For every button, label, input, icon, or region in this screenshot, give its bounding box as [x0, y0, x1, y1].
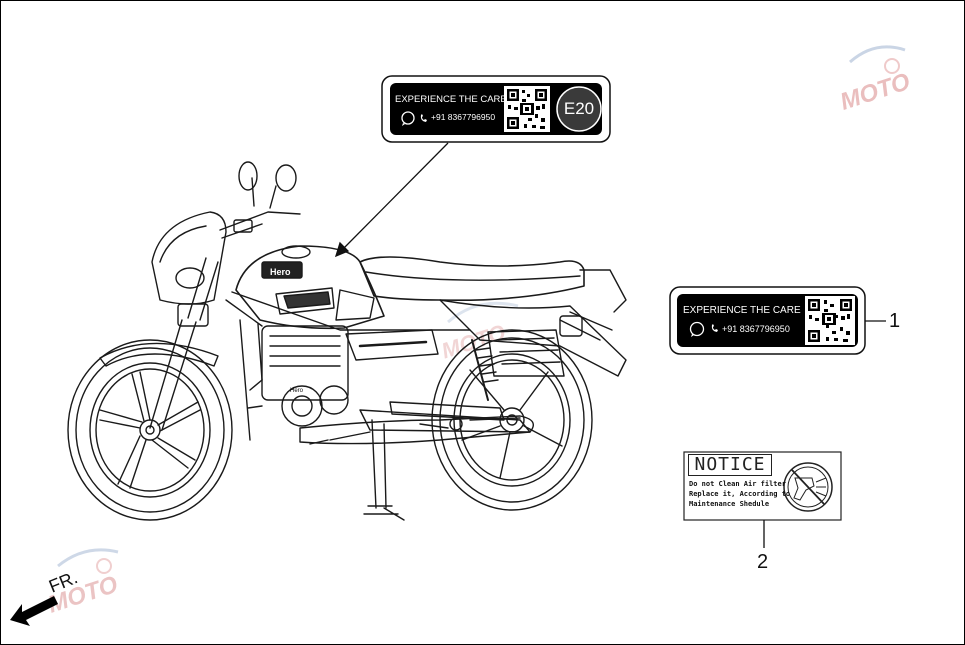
- phone-icon-top: [420, 114, 427, 122]
- notice-title: NOTICE: [688, 454, 772, 476]
- sticker-1-phone: +91 8367796950: [722, 324, 790, 334]
- notice-line-3: Maintenance Shedule: [689, 500, 770, 508]
- phone-icon-1: [711, 324, 718, 332]
- callout-1: 1: [889, 310, 901, 332]
- no-cleaning-icon: [783, 462, 833, 512]
- sticker-top-headline: EXPERIENCE THE CARE: [395, 94, 507, 105]
- tank-logo: Hero: [270, 267, 291, 277]
- motorcycle-drawing: [67, 161, 627, 521]
- engine-logo: Hero: [290, 388, 304, 394]
- notice-line-1: Do not Clean Air filter: [689, 480, 786, 488]
- sticker-top-phone: +91 8367796950: [431, 112, 496, 122]
- leader-arrow-top: [334, 142, 449, 258]
- moto-watermark-top: MOTO: [837, 45, 914, 116]
- sticker-1-label: [669, 286, 866, 355]
- sticker-1-headline: EXPERIENCE THE CARE: [683, 305, 801, 316]
- front-direction-arrow: [10, 596, 58, 626]
- whatsapp-icon-1: [689, 321, 705, 337]
- e20-badge: E20: [563, 99, 595, 118]
- front-wheel: [67, 339, 233, 521]
- sticker-top-label: [381, 75, 611, 143]
- qr-code-1: [805, 296, 855, 345]
- callout-2: 2: [757, 551, 769, 573]
- svg-text:MOTO: MOTO: [837, 68, 914, 116]
- notice-label-2: [683, 451, 842, 521]
- whatsapp-icon-top: [401, 111, 415, 126]
- notice-line-2: Replace it, According to: [689, 490, 791, 498]
- qr-code-top: [504, 86, 550, 132]
